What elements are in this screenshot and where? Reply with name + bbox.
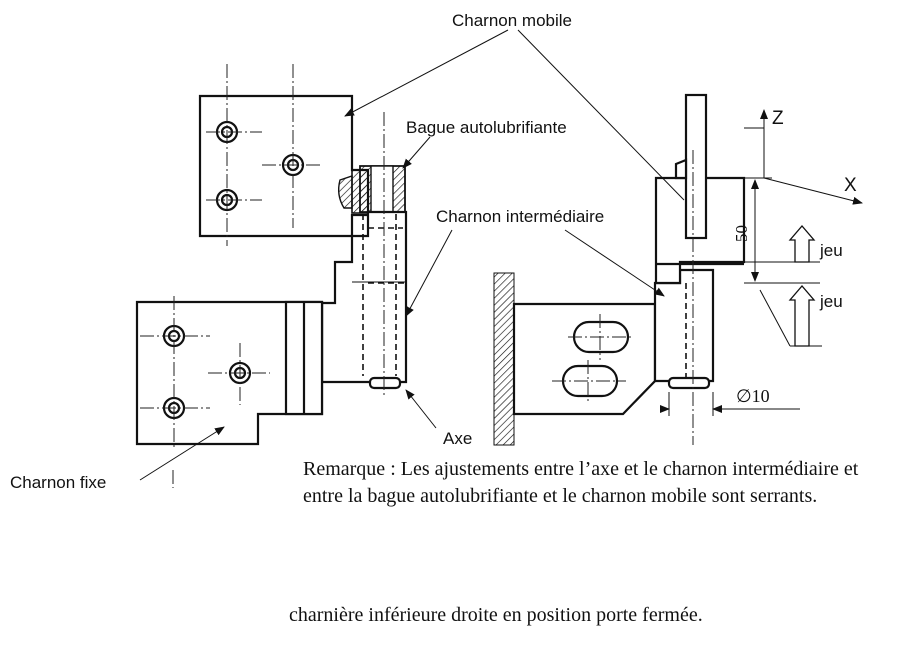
label-charnon-fixe: Charnon fixe <box>10 473 106 492</box>
bague-bore <box>370 165 394 213</box>
label-diameter-10: ∅10 <box>736 386 770 406</box>
charnon-intermediaire-shape <box>320 210 408 384</box>
door-leaf <box>684 93 708 240</box>
axis-triad <box>744 109 863 205</box>
label-axis-z: Z <box>772 108 784 129</box>
axe-end <box>368 376 402 390</box>
label-charnon-intermediaire: Charnon intermédiaire <box>436 207 604 226</box>
wall-hatched <box>493 272 515 446</box>
front-view <box>135 64 408 488</box>
label-dim-50: 50 <box>732 225 751 242</box>
side-view <box>493 93 863 446</box>
label-axe: Axe <box>443 429 472 448</box>
remark-note: Remarque : Les ajustements entre l’axe e… <box>303 458 859 507</box>
label-bague: Bague autolubrifiante <box>406 118 567 137</box>
label-jeu-top: jeu <box>819 241 843 260</box>
jeu-arrow-top <box>788 225 816 263</box>
charnon-intermediaire-side <box>653 268 715 383</box>
label-jeu-bottom: jeu <box>819 292 843 311</box>
label-leaders <box>139 29 685 481</box>
jeu-arrow-bottom <box>788 285 816 347</box>
label-charnon-mobile: Charnon mobile <box>452 11 572 30</box>
center-lines-left <box>140 64 385 488</box>
label-axis-x: X <box>844 175 857 196</box>
figure-caption: charnière inférieure droite en position … <box>289 604 703 626</box>
charnon-fixe-side <box>512 302 657 416</box>
